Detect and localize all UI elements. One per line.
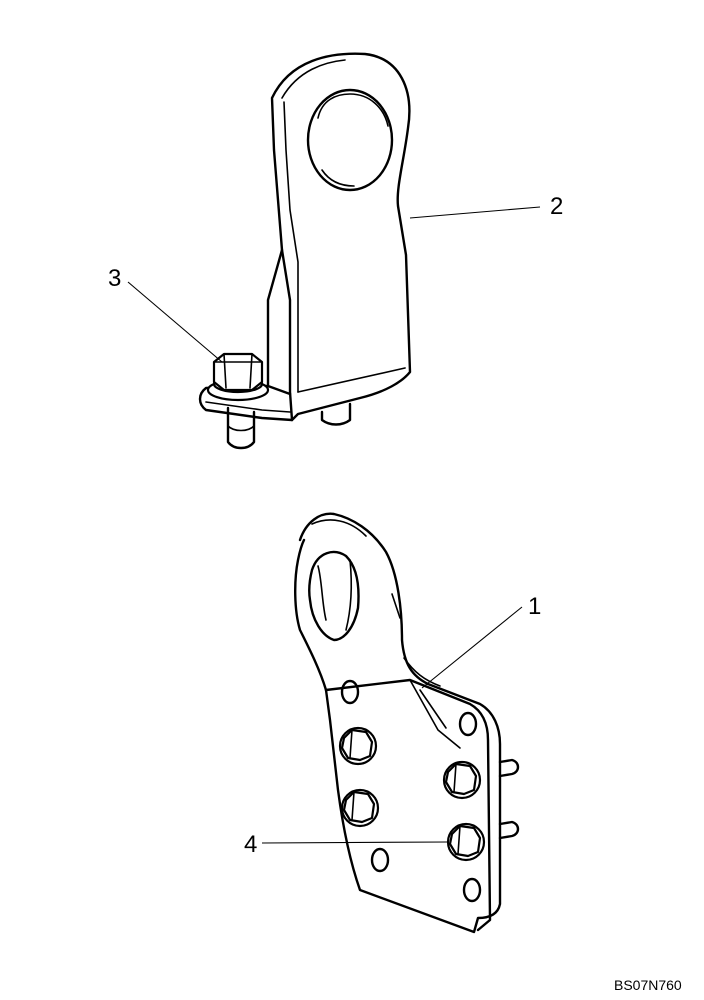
bolt-a bbox=[338, 726, 378, 766]
callout-3: 3 bbox=[108, 265, 121, 292]
upper-tow-bracket bbox=[198, 52, 412, 450]
hex-bolt-with-washer bbox=[206, 352, 270, 402]
callout-2: 2 bbox=[550, 193, 563, 220]
bolt-c bbox=[442, 760, 482, 800]
hex-bolts bbox=[338, 726, 486, 862]
bolt-d bbox=[446, 822, 486, 862]
lower-tow-hook-plate bbox=[294, 512, 520, 934]
leader-lines bbox=[127, 206, 541, 844]
drawing-code: BS07N760 bbox=[614, 977, 682, 993]
callout-4: 4 bbox=[244, 831, 257, 858]
bolt-b bbox=[340, 788, 380, 828]
callout-1: 1 bbox=[528, 593, 541, 620]
